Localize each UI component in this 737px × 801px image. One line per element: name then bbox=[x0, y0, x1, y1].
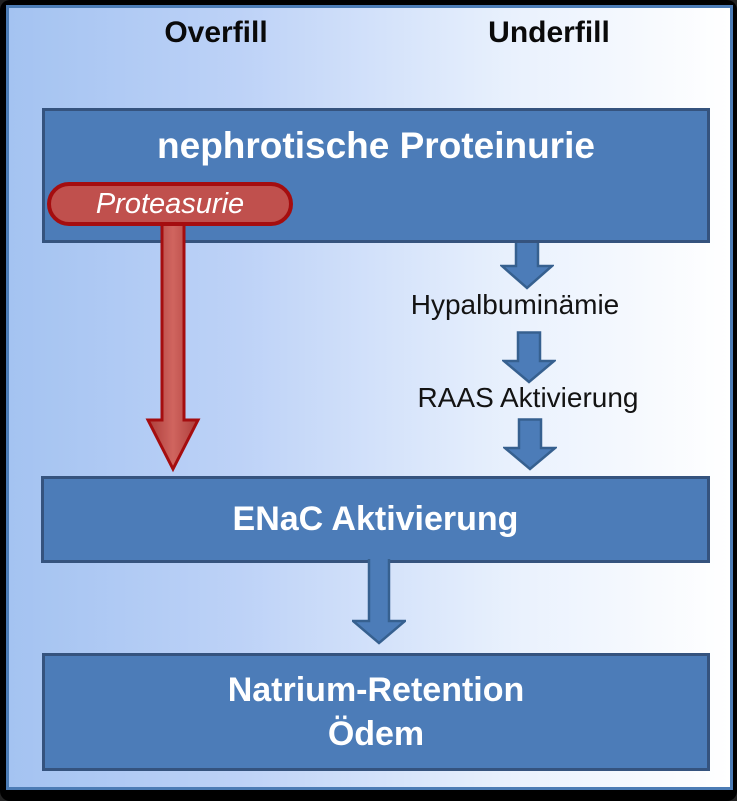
blue-down-arrow-icon-4 bbox=[352, 559, 406, 645]
node-hypalbuminaemie: Hypalbuminämie bbox=[410, 289, 620, 320]
node-natrium-retention-line2: Ödem bbox=[327, 715, 425, 753]
underfill-label: Underfill bbox=[488, 16, 610, 49]
node-raas: RAAS Aktivierung bbox=[417, 382, 639, 413]
node-enac-label: ENaC Aktivierung bbox=[232, 500, 519, 538]
blue-down-arrow-icon-2 bbox=[502, 331, 556, 384]
blue-down-arrow-icon-1 bbox=[500, 239, 554, 290]
node-nephrotische-proteinurie-label: nephrotische Proteinurie bbox=[157, 125, 595, 166]
node-enac: ENaC Aktivierung bbox=[41, 476, 710, 563]
node-proteasurie: Proteasurie bbox=[47, 182, 293, 226]
red-down-arrow-icon bbox=[145, 222, 201, 473]
node-natrium-retention: Natrium-Retention Ödem bbox=[42, 653, 710, 771]
node-proteasurie-label: Proteasurie bbox=[95, 187, 245, 220]
overfill-label: Overfill bbox=[164, 16, 268, 49]
node-natrium-retention-line1: Natrium-Retention bbox=[227, 671, 525, 709]
blue-down-arrow-icon-3 bbox=[503, 418, 557, 471]
